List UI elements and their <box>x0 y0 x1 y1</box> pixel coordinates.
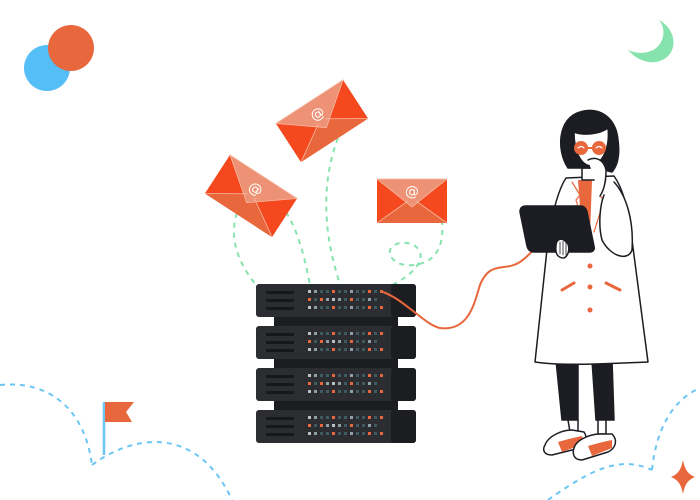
server-unit-3 <box>256 368 416 401</box>
woman-figure <box>519 109 649 461</box>
flag-icon <box>102 402 134 455</box>
server-unit-1 <box>256 284 416 317</box>
sparkle-icon <box>671 460 695 494</box>
cable <box>382 249 536 330</box>
envelope-left-icon: @ <box>204 153 299 238</box>
server-unit-4 <box>256 410 416 443</box>
envelope-trails <box>232 137 444 288</box>
decor-circles <box>24 25 94 91</box>
moon-icon <box>628 20 674 63</box>
server-unit-2 <box>256 326 416 359</box>
blue-hills <box>0 383 700 500</box>
envelope-right-icon: @ <box>375 178 449 224</box>
envelope-top-icon: @ <box>274 78 369 163</box>
svg-text:@: @ <box>405 184 419 200</box>
orange-circle-icon <box>48 25 94 71</box>
server-stack <box>256 284 416 443</box>
